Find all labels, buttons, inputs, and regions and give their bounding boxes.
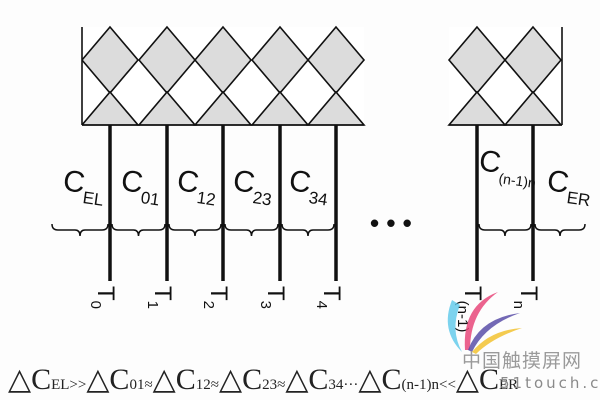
brace: [478, 223, 532, 237]
watermark-swoosh-icon: [464, 292, 498, 350]
ellipsis: • • •: [370, 208, 412, 238]
formula-subscript: 23≈: [262, 377, 286, 393]
capacitance-sub: 23: [252, 188, 273, 209]
capacitance-label: CEL: [60, 164, 108, 210]
brace: [224, 223, 279, 237]
terminal-label: T2: [200, 286, 232, 309]
capacitance-sub: EL: [82, 188, 105, 210]
watermark-swoosh-icon: [447, 300, 462, 352]
formula-delta-c: △C: [8, 363, 52, 396]
electrode-block: [52, 25, 366, 127]
formula-subscript: 12≈: [195, 377, 219, 393]
terminal-main: T: [149, 286, 176, 301]
mask: [52, 25, 82, 127]
formula-subscript: (n-1)n<<: [401, 377, 456, 393]
formula-delta-c: △C: [219, 363, 263, 396]
formula-delta-c: △C: [152, 363, 196, 396]
capacitance-label: C23: [230, 164, 276, 209]
formula-delta-c: △C: [455, 363, 500, 396]
formula-delta-c: △C: [86, 363, 130, 396]
terminal-sub: 2: [200, 301, 217, 309]
brace: [168, 223, 222, 237]
watermark-swoosh-icon: [472, 328, 522, 354]
formula-subscript: ER: [499, 377, 519, 393]
terminal-label: T1: [144, 286, 176, 309]
formula-delta-c: △C: [358, 363, 402, 396]
terminal-sub: n: [510, 301, 527, 309]
capacitance-main: C: [477, 144, 503, 180]
terminal-main: T: [318, 286, 345, 301]
brace: [534, 223, 586, 237]
capacitance-sub: 12: [196, 188, 217, 209]
capacitance-label: C12: [174, 164, 220, 209]
capacitance-main: C: [545, 164, 571, 200]
terminal-main: T: [92, 286, 119, 301]
capacitance-relation-formula: △CEL>>△C01≈△C12≈△C23≈△C34···△C(n-1)n<<△C…: [8, 362, 518, 397]
terminal-label: T4: [313, 286, 345, 309]
terminal-sub: 0: [87, 301, 104, 309]
watermark-url: 51touch.com: [500, 374, 600, 392]
terminal-label: Tn: [510, 286, 542, 309]
formula-subscript: 34···: [328, 377, 359, 393]
electrode-block: [447, 25, 592, 127]
terminal-main: T: [515, 286, 542, 301]
brace: [111, 223, 166, 237]
terminal-sub: 3: [257, 301, 274, 309]
watermark-title: 中国触摸屏网: [462, 350, 583, 372]
capacitance-main: C: [175, 164, 201, 200]
capacitance-sub: 01: [140, 188, 161, 209]
terminal-label: T0: [87, 286, 119, 309]
capacitance-sub: (n-1)n: [498, 170, 537, 191]
capacitance-label: C34: [286, 164, 332, 209]
mask: [562, 25, 592, 127]
formula-delta-c: △C: [285, 363, 329, 396]
capacitance-label: C(n-1)n: [476, 144, 540, 191]
capacitance-main: C: [287, 164, 313, 200]
formula-subscript: 01≈: [129, 377, 153, 393]
capacitance-sub: 34: [308, 188, 329, 209]
formula-subscript: EL>>: [51, 377, 87, 393]
watermark-swoosh-icon: [468, 313, 520, 352]
brace: [51, 223, 109, 237]
capacitance-main: C: [119, 164, 145, 200]
capacitance-main: C: [61, 164, 87, 200]
terminal-main: T: [205, 286, 232, 301]
terminal-main: T: [459, 286, 486, 301]
capacitance-main: C: [231, 164, 257, 200]
brace: [281, 223, 335, 237]
terminal-sub: 1: [144, 301, 161, 309]
terminal-main: T: [262, 286, 289, 301]
capacitance-label: CER: [544, 164, 594, 210]
capacitance-label: C01: [118, 164, 164, 209]
terminal-sub: 4: [313, 301, 330, 309]
terminal-label: T3: [257, 286, 289, 309]
capacitance-sub: ER: [566, 188, 592, 210]
